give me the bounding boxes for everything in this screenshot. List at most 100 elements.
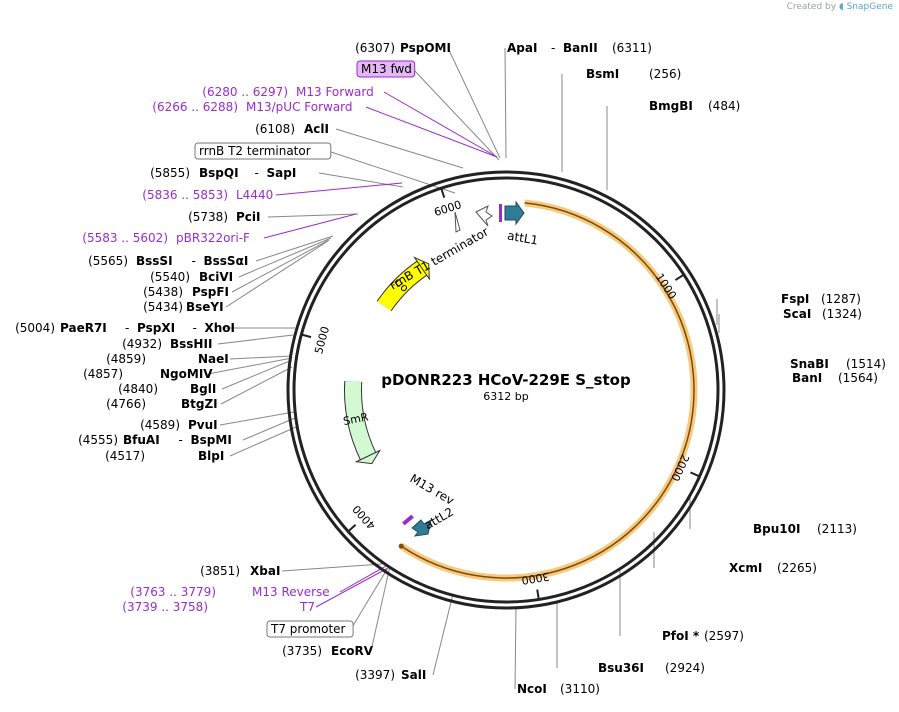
site-position: (4517) bbox=[105, 449, 145, 463]
leader-line bbox=[225, 240, 329, 308]
tick-mark bbox=[690, 471, 700, 478]
plasmid-backbone bbox=[286, 170, 726, 610]
leader-line bbox=[514, 607, 517, 690]
snapgene-logo-icon: ◖ bbox=[838, 2, 844, 12]
site-name: ApaI bbox=[507, 41, 537, 55]
leader-line bbox=[207, 357, 293, 375]
rrnb-t2-arrow bbox=[454, 211, 461, 233]
site-position: (1514) bbox=[846, 357, 886, 371]
smr-label: SmR bbox=[342, 410, 370, 428]
site-position: (4857) bbox=[83, 367, 123, 381]
m13rev-label: M13 rev bbox=[407, 471, 456, 507]
site-name: ScaI bbox=[783, 307, 811, 321]
leader-line bbox=[327, 150, 456, 194]
site-name: PspFI bbox=[192, 285, 229, 299]
leader-line bbox=[231, 239, 330, 293]
orf-arc-end bbox=[398, 543, 404, 549]
leader-line bbox=[238, 237, 332, 278]
leader-line bbox=[335, 128, 464, 169]
site-position: (6108) bbox=[255, 122, 295, 136]
site-position: (2265) bbox=[777, 561, 817, 575]
site-position: (6307) bbox=[355, 41, 395, 55]
site-name: BanI bbox=[792, 371, 822, 385]
leader-line bbox=[242, 417, 296, 441]
site-name: L4440 bbox=[236, 188, 273, 202]
backbone-outer bbox=[286, 170, 726, 610]
site-position: (4840) bbox=[118, 382, 158, 396]
leader-line bbox=[263, 213, 357, 239]
site-position: (3763 .. 3779) bbox=[130, 585, 216, 599]
feature-box-label: M13 fwd bbox=[361, 62, 412, 76]
leader-line bbox=[255, 235, 334, 262]
site-name: XbaI bbox=[250, 564, 280, 578]
leader-line bbox=[229, 355, 293, 360]
site-position: (1324) bbox=[822, 307, 862, 321]
tick-label: 6000 bbox=[432, 198, 463, 219]
tick-mark bbox=[674, 273, 685, 281]
feature-box-label: rrnB T2 terminator bbox=[199, 144, 311, 158]
site-position: (4555) bbox=[78, 433, 118, 447]
site-name: Bsu36I bbox=[598, 661, 644, 675]
leader-line bbox=[370, 565, 391, 652]
site-name: AclI bbox=[304, 122, 329, 136]
site-name: PspOMI bbox=[400, 41, 451, 55]
tick-label: 2000 bbox=[668, 452, 691, 483]
site-name: PvuI bbox=[188, 418, 218, 432]
leader-line bbox=[267, 213, 359, 218]
watermark-prefix: Created by bbox=[786, 2, 837, 12]
site-name: BssSI bbox=[136, 254, 173, 268]
site-position: (5836 .. 5853) bbox=[142, 188, 228, 202]
site-position: (1287) bbox=[821, 292, 861, 306]
tick-label: 4000 bbox=[350, 502, 378, 532]
site-name: FspI bbox=[781, 292, 809, 306]
leader-line bbox=[365, 106, 498, 158]
site-name: BlpI bbox=[198, 449, 224, 463]
site-name-extra: BspMI bbox=[191, 433, 232, 447]
leader-line bbox=[229, 426, 297, 457]
site-name: PciI bbox=[236, 210, 261, 224]
orf-arc-line bbox=[400, 202, 695, 579]
site-position: (5855) bbox=[150, 166, 190, 180]
site-position: (3851) bbox=[200, 564, 240, 578]
site-position: (6280 .. 6297) bbox=[202, 85, 288, 99]
attl2-label: attL2 bbox=[422, 505, 456, 533]
leader-line bbox=[447, 47, 501, 159]
leader-line bbox=[220, 366, 293, 405]
site-position: (5438) bbox=[143, 285, 183, 299]
tick-mark bbox=[347, 524, 357, 533]
tick-label: 5000 bbox=[312, 325, 332, 355]
attl1-primer-mark bbox=[499, 204, 502, 222]
site-position: (2924) bbox=[665, 661, 705, 675]
site-name: M13/pUC Forward bbox=[246, 100, 353, 114]
leader-line bbox=[339, 565, 387, 593]
site-name: SnaBI bbox=[790, 357, 829, 371]
smr-arrow-body bbox=[345, 381, 376, 460]
site-position: (1564) bbox=[838, 371, 878, 385]
site-separator: - bbox=[193, 321, 197, 335]
site-separator: - bbox=[179, 433, 183, 447]
site-position: (6266 .. 6288) bbox=[152, 100, 238, 114]
site-name: NaeI bbox=[198, 352, 229, 366]
site-position: (3735) bbox=[282, 644, 322, 658]
site-name: EcoRV bbox=[331, 644, 374, 658]
feature-box bbox=[194, 142, 332, 160]
site-position: (2597) bbox=[704, 629, 744, 643]
tick-mark bbox=[440, 187, 446, 198]
leader-line bbox=[432, 593, 454, 676]
attl2-arrow bbox=[411, 519, 432, 537]
site-name: BtgZI bbox=[181, 397, 218, 411]
site-name-extra: SapI bbox=[267, 166, 297, 180]
watermark-logo-text: SnapGene bbox=[846, 2, 893, 12]
snapgene-watermark: Created by ◖ SnapGene bbox=[787, 2, 893, 12]
site-name-extra2: XhoI bbox=[205, 321, 236, 335]
site-name: M13 Reverse bbox=[252, 585, 330, 599]
site-name-extra: PspXI bbox=[137, 321, 175, 335]
site-position: (5434) bbox=[143, 300, 183, 314]
ori-arrow-body bbox=[377, 261, 427, 311]
tick-label: 3000 bbox=[521, 570, 551, 587]
feature-box bbox=[266, 620, 354, 638]
attl1-label: attL1 bbox=[506, 228, 539, 247]
site-name: SalI bbox=[401, 668, 426, 682]
feature-box bbox=[356, 60, 416, 78]
site-name: BglI bbox=[190, 382, 216, 396]
